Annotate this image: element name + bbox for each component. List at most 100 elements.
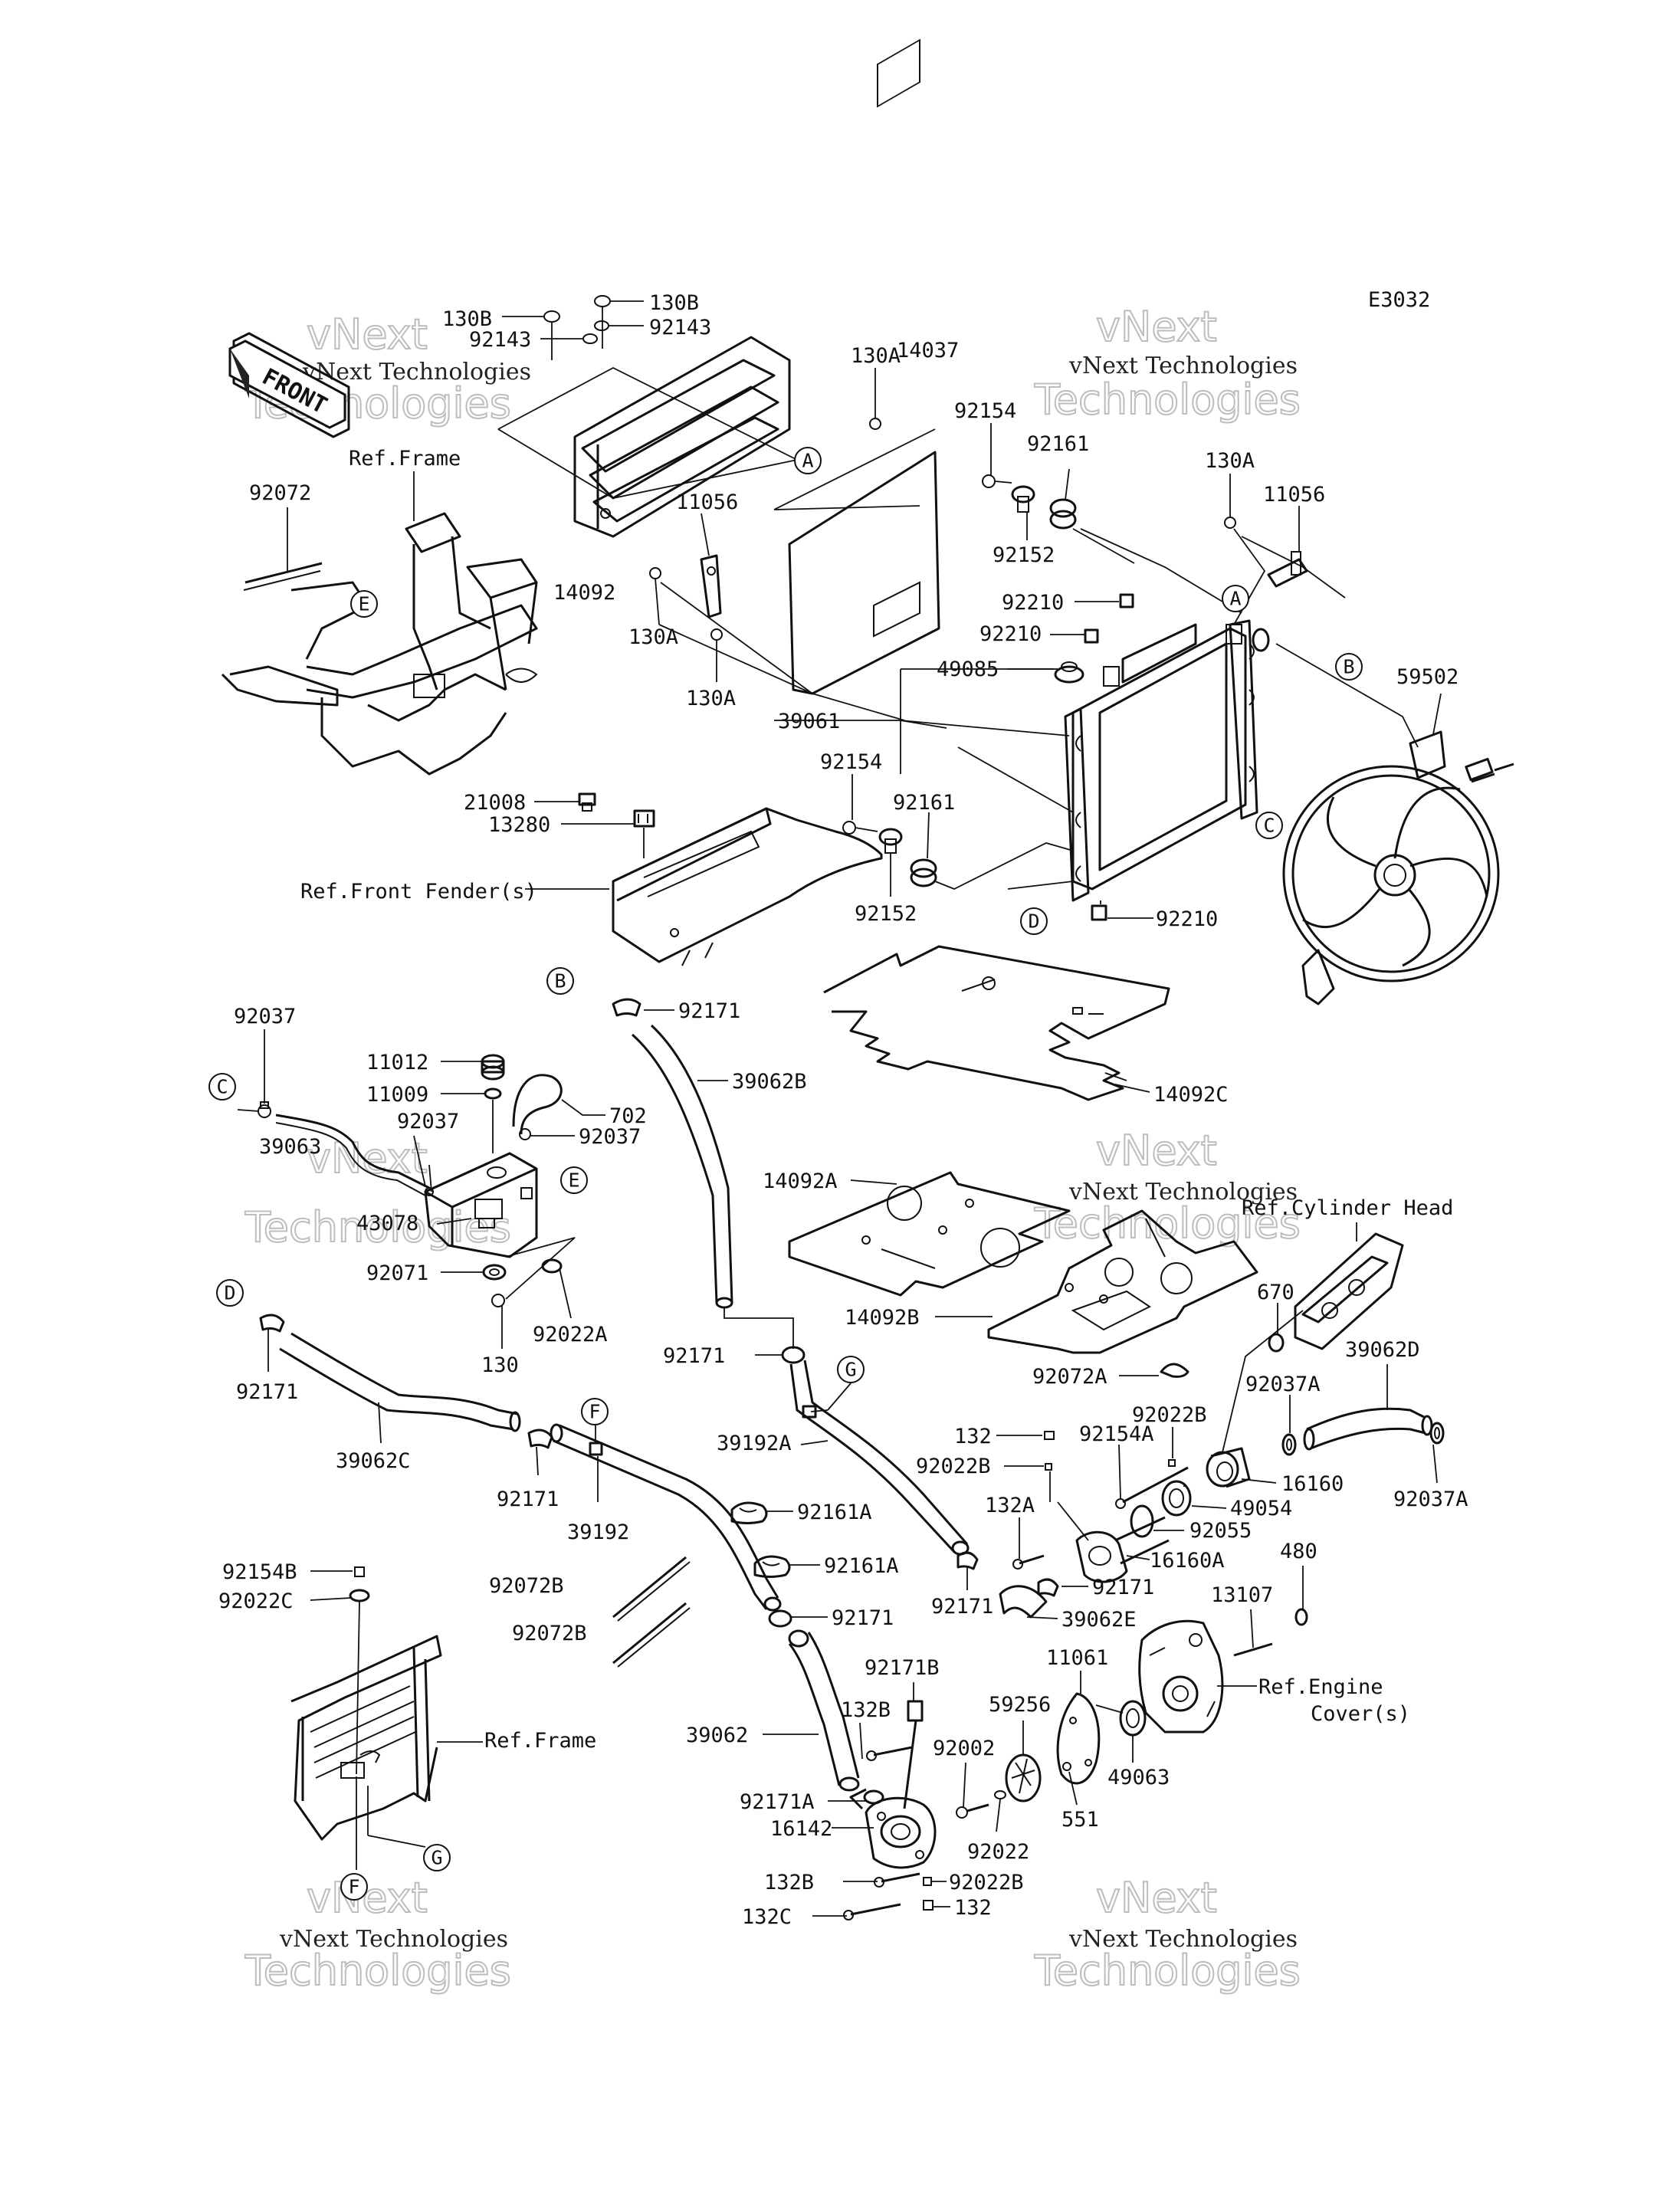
bolt-92002: [956, 1803, 989, 1819]
oring-670: [1268, 1333, 1285, 1353]
label-39062C: 39062C: [336, 1449, 411, 1473]
label-92143-b: 92143: [649, 316, 711, 339]
cap-49085: [1054, 661, 1084, 684]
clamp-92161A-a: [730, 1501, 768, 1524]
clamp-92171-g: [768, 1609, 792, 1628]
bolt-130: [491, 1294, 505, 1307]
bolt-132B-b: [874, 1872, 920, 1888]
clip-21008: [578, 792, 596, 812]
seal-49063: [1119, 1700, 1147, 1737]
callout-B-right: B: [1335, 653, 1363, 681]
bolt-130A-d: [1224, 474, 1236, 529]
impeller-59256: [1005, 1753, 1042, 1802]
label-39062B: 39062B: [732, 1070, 807, 1094]
callout-C-right: C: [1255, 812, 1283, 839]
oring-480: [1294, 1608, 1308, 1626]
label-92072B-a: 92072B: [489, 1574, 564, 1598]
watermark-back-text: vNext: [1096, 303, 1217, 351]
callout-D-hose: D: [216, 1279, 244, 1307]
clamp-92171-c: [527, 1429, 553, 1449]
label-92037A-a: 92037A: [1245, 1373, 1321, 1396]
frame-bottom-ref: [290, 1635, 442, 1841]
grommet-92161-a: [1049, 498, 1077, 530]
svg-text:E: E: [358, 593, 369, 615]
callout-F-frame: F: [340, 1873, 368, 1901]
cap-11012: [481, 1054, 505, 1081]
svg-text:B: B: [1343, 656, 1354, 678]
washer-11009: [484, 1087, 502, 1100]
radiator-39061: [1064, 619, 1270, 902]
clamp-92171-f: [956, 1551, 979, 1570]
callout-G-frame: G: [423, 1844, 451, 1871]
hose-39062E: [999, 1585, 1048, 1619]
watermark-top-right: vNext vNext Technologies Technologies: [1033, 302, 1301, 425]
watermark-line2: Technologies: [244, 1203, 511, 1251]
hose-39062C: [279, 1332, 521, 1432]
thermostat-49054: [1161, 1480, 1192, 1517]
callout-B-hose: B: [546, 967, 574, 995]
nut-92022B-b: [1045, 1463, 1052, 1471]
label-92161A-b: 92161A: [824, 1554, 899, 1578]
label-92072: 92072: [249, 481, 311, 505]
label-92171-d: 92171: [663, 1344, 725, 1368]
label-39062: 39062: [686, 1724, 748, 1747]
clip-13280: [633, 809, 655, 828]
clamp-92037-a: [258, 1101, 271, 1118]
svg-text:C: C: [216, 1076, 228, 1098]
hose-39063: [275, 1114, 430, 1196]
fan-59502: [1282, 730, 1514, 1005]
label-39061: 39061: [778, 710, 840, 733]
label-16160: 16160: [1281, 1472, 1344, 1496]
gasket-11061: [1056, 1692, 1101, 1785]
bolt-130B-b: [594, 295, 644, 307]
label-480: 480: [1280, 1540, 1317, 1563]
bolt-92154-b: [842, 821, 878, 835]
label-92022A: 92022A: [533, 1323, 608, 1347]
watermark-line2: Technologies: [244, 1947, 511, 1995]
label-92210-c: 92210: [1156, 907, 1218, 931]
label-49063: 49063: [1107, 1766, 1170, 1789]
label-11009: 11009: [366, 1083, 428, 1107]
label-130A-c: 130A: [686, 687, 736, 710]
frame-top-ref: [221, 512, 538, 776]
label-92152-b: 92152: [855, 902, 917, 926]
watermark-line1: vNext Technologies: [1068, 1179, 1298, 1205]
bolt-92154-a: [982, 474, 1012, 488]
washer-92143-a: [540, 333, 598, 344]
washer-92022: [994, 1790, 1006, 1799]
label-92154B: 92154B: [222, 1560, 297, 1584]
label-11012: 11012: [366, 1051, 428, 1074]
washer-92143-b: [594, 320, 644, 331]
label-92055: 92055: [1189, 1519, 1252, 1543]
reservoir-tank: [424, 1152, 538, 1258]
bolt-132C: [843, 1903, 901, 1921]
ref-cylinder-head: Ref.Cylinder Head: [1242, 1196, 1453, 1220]
label-11056-b: 11056: [1263, 483, 1325, 507]
label-14092: 14092: [553, 581, 615, 605]
clip-702: [512, 1074, 563, 1135]
screen-14037: [788, 38, 940, 695]
label-92171-c: 92171: [497, 1488, 559, 1511]
hose-39062: [788, 1629, 860, 1792]
label-39063: 39063: [259, 1135, 321, 1159]
housing-16160: [1206, 1447, 1251, 1488]
label-92154-b: 92154: [820, 750, 882, 774]
label-92037-a: 92037: [234, 1005, 296, 1028]
watermark-back-text: vNext: [1096, 1874, 1217, 1922]
svg-text:C: C: [1263, 815, 1275, 837]
label-92022B-c: 92022B: [949, 1871, 1024, 1894]
label-92154A: 92154A: [1079, 1422, 1154, 1446]
label-92143-a: 92143: [469, 328, 531, 352]
bolt-132A: [1012, 1554, 1045, 1570]
watermark-line1: vNext Technologies: [1068, 1926, 1298, 1953]
svg-text:E: E: [568, 1169, 579, 1192]
hose-39062D: [1303, 1407, 1433, 1451]
label-92022B-b: 92022B: [916, 1455, 991, 1478]
bolt-132-b: [923, 1900, 934, 1911]
strap-92072: [243, 562, 323, 591]
plate-14092B: [987, 1209, 1258, 1354]
watermark-line1: vNext Technologies: [279, 1926, 508, 1953]
cylinder-head-ref: [1294, 1232, 1404, 1350]
bolt-132-a: [1044, 1431, 1055, 1440]
strap-92072B-a: [612, 1556, 691, 1622]
